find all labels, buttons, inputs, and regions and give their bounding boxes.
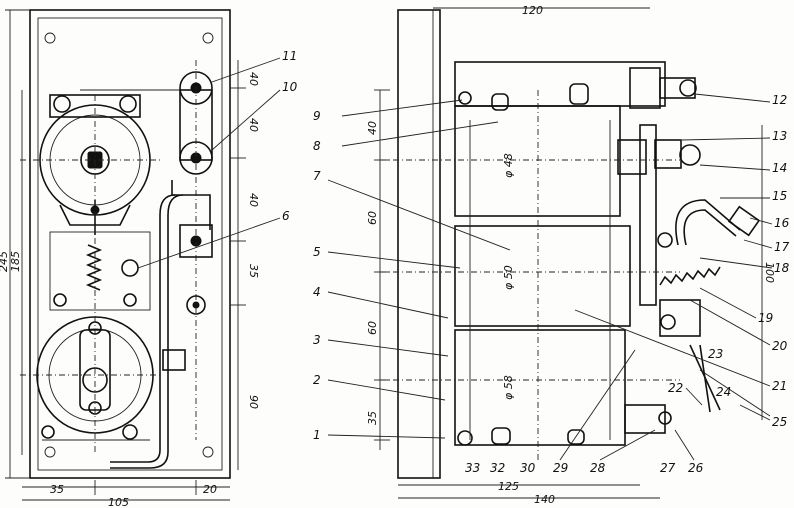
label-22: 22	[668, 381, 683, 395]
label-1: 1	[313, 428, 321, 442]
dim-60a-side: 60	[366, 211, 379, 225]
dim-40a: 40	[247, 72, 260, 86]
label-4: 4	[313, 285, 321, 299]
spring-assembly	[49, 231, 151, 311]
dim-140: 140	[534, 493, 555, 506]
dim-dia-48: φ 48	[502, 153, 515, 178]
terminal-column	[110, 71, 213, 469]
label-3: 3	[313, 333, 321, 347]
label-10: 10	[282, 80, 298, 94]
side-dimensions: 120 40 60 60 35 φ 48 φ 50 φ 58 100 125 1…	[366, 4, 776, 506]
label-24: 24	[716, 385, 731, 399]
label-15: 15	[772, 189, 787, 203]
dim-dia-50: φ 50	[502, 265, 515, 290]
label-8: 8	[313, 139, 321, 153]
label-5: 5	[313, 245, 321, 259]
dim-35-bottom: 35	[50, 483, 64, 496]
label-14: 14	[772, 161, 787, 175]
dim-185: 185	[9, 251, 22, 272]
label-17: 17	[774, 240, 790, 254]
label-28: 28	[590, 461, 606, 475]
label-19: 19	[758, 311, 773, 325]
label-29: 29	[553, 461, 568, 475]
label-20: 20	[772, 339, 788, 353]
front-dimensions: 245 185 40 40 40 35 90 35 105 20	[0, 9, 260, 508]
dim-105: 105	[108, 496, 129, 508]
dim-40c: 40	[247, 193, 260, 207]
label-21: 21	[772, 379, 787, 393]
front-labels: 11 10 6	[137, 49, 298, 269]
dim-35-side: 35	[366, 411, 379, 425]
label-26: 26	[688, 461, 704, 475]
side-view	[380, 9, 761, 479]
label-16: 16	[774, 216, 790, 230]
label-30: 30	[520, 461, 536, 475]
dim-245: 245	[0, 251, 10, 272]
dim-40-side: 40	[366, 121, 379, 135]
label-33: 33	[465, 461, 480, 475]
label-32: 32	[490, 461, 505, 475]
label-25: 25	[772, 415, 787, 429]
front-view	[20, 9, 231, 479]
upper-relay	[39, 89, 180, 235]
label-27: 27	[660, 461, 676, 475]
dim-60b-side: 60	[366, 321, 379, 335]
label-9: 9	[313, 109, 321, 123]
label-6: 6	[282, 209, 290, 223]
dim-40b: 40	[247, 118, 260, 132]
label-18: 18	[774, 261, 790, 275]
label-2: 2	[313, 373, 321, 387]
dim-35: 35	[247, 264, 260, 278]
dim-125: 125	[498, 480, 519, 493]
side-labels: 9 8 7 5 4 3 2 1 12 13 14 15 16 17 18 19 …	[313, 93, 790, 475]
label-12: 12	[772, 93, 787, 107]
label-11: 11	[282, 49, 297, 63]
label-7: 7	[313, 169, 321, 183]
label-23: 23	[708, 347, 723, 361]
label-13: 13	[772, 129, 787, 143]
dim-120: 120	[522, 4, 543, 17]
dim-20: 20	[203, 483, 217, 496]
dim-dia-58: φ 58	[502, 375, 515, 400]
dim-90: 90	[247, 395, 260, 409]
